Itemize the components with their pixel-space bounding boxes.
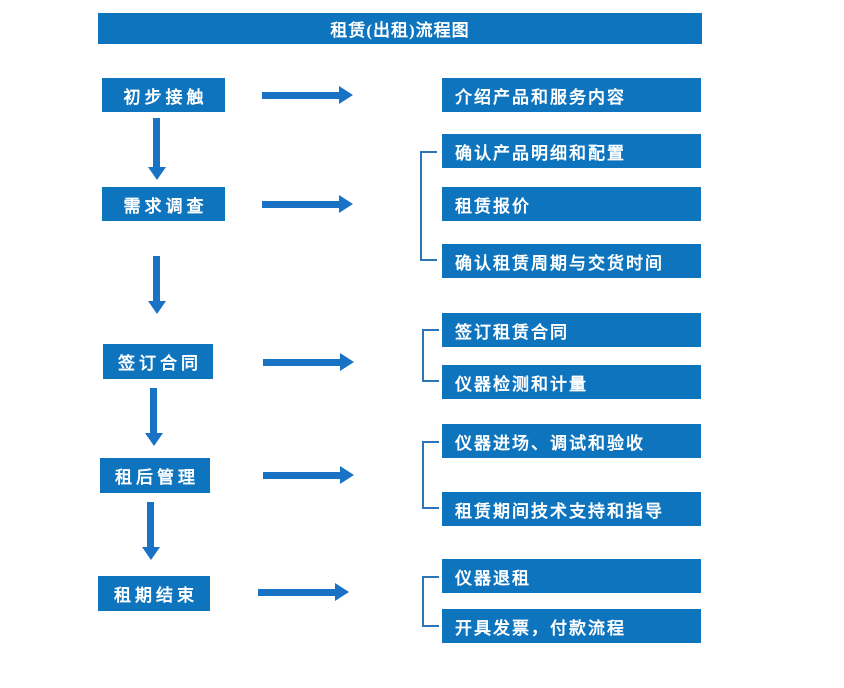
detail-box-technical-support: 租赁期间技术支持和指导 — [442, 492, 701, 526]
right-arrow-head — [339, 195, 353, 213]
right-arrow-1 — [262, 86, 353, 104]
down-arrow-head — [148, 167, 166, 180]
detail-box-instrument-return: 仪器退租 — [442, 559, 701, 593]
down-arrow-shaft — [150, 388, 157, 435]
right-arrow-shaft — [258, 589, 337, 596]
step-box-initial-contact: 初步接触 — [102, 78, 225, 112]
detail-box-instrument-inspection: 仪器检测和计量 — [442, 365, 701, 399]
down-arrow-shaft — [153, 118, 160, 169]
right-arrow-head — [335, 583, 349, 601]
down-arrow-shaft — [147, 502, 154, 549]
down-arrow-2 — [148, 256, 166, 314]
right-arrow-shaft — [263, 472, 342, 479]
right-arrow-head — [339, 86, 353, 104]
right-arrow-shaft — [263, 359, 342, 366]
right-arrow-2 — [262, 195, 353, 213]
detail-box-confirm-product-config: 确认产品明细和配置 — [442, 134, 701, 168]
down-arrow-head — [145, 433, 163, 446]
detail-box-introduce-products: 介绍产品和服务内容 — [442, 78, 701, 112]
step-box-rental-end: 租期结束 — [98, 576, 210, 611]
right-arrow-head — [340, 466, 354, 484]
step-box-sign-contract: 签订合同 — [103, 344, 213, 379]
step-box-demand-survey: 需求调查 — [102, 187, 225, 221]
group-bracket-demand-survey — [420, 151, 437, 261]
right-arrow-3 — [263, 353, 354, 371]
flowchart-title: 租赁(出租)流程图 — [98, 13, 702, 44]
right-arrow-shaft — [262, 201, 341, 208]
step-box-post-rental-management: 租后管理 — [100, 458, 210, 493]
right-arrow-shaft — [262, 92, 341, 99]
group-bracket-rental-end — [422, 576, 439, 627]
detail-box-instrument-setup-acceptance: 仪器进场、调试和验收 — [442, 424, 701, 458]
detail-box-invoice-payment: 开具发票，付款流程 — [442, 609, 701, 643]
right-arrow-head — [340, 353, 354, 371]
down-arrow-4 — [142, 502, 160, 560]
detail-box-confirm-rental-period: 确认租赁周期与交货时间 — [442, 244, 701, 278]
group-bracket-post-rental — [422, 441, 439, 509]
down-arrow-shaft — [153, 256, 160, 303]
down-arrow-head — [148, 301, 166, 314]
down-arrow-3 — [145, 388, 163, 446]
group-bracket-sign-contract — [422, 329, 439, 382]
down-arrow-1 — [148, 118, 166, 180]
right-arrow-4 — [263, 466, 354, 484]
detail-box-rental-quotation: 租赁报价 — [442, 187, 701, 221]
down-arrow-head — [142, 547, 160, 560]
right-arrow-5 — [258, 583, 349, 601]
detail-box-sign-rental-contract: 签订租赁合同 — [442, 313, 701, 347]
